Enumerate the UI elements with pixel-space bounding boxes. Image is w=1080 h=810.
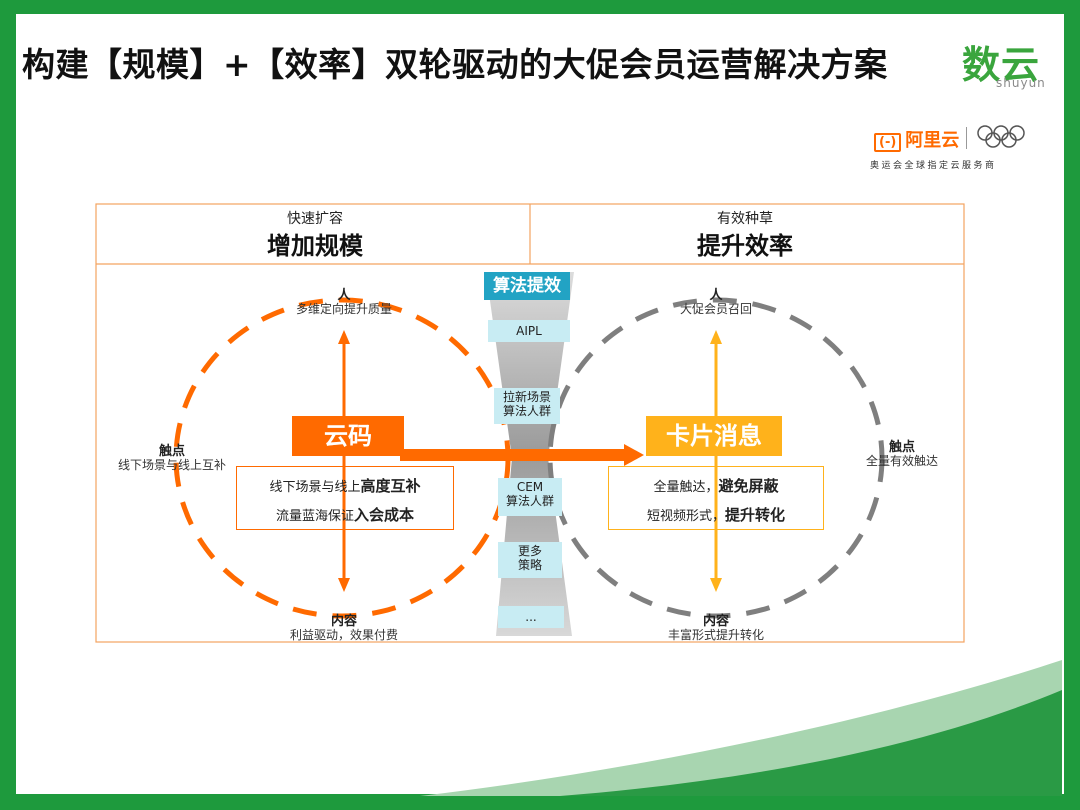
right-side-sub: 全量有效触达 (865, 454, 938, 468)
right-desc-box: 全量触达，避免屏蔽 短视频形式，提升转化 (608, 466, 824, 530)
left-bottom-sub: 利益驱动，效果付费 (289, 628, 398, 642)
left-arrow-down-head (338, 578, 350, 592)
tag-ellipsis: ... (498, 606, 564, 628)
left-top-title: 人 (337, 288, 351, 303)
tag-aipl: AIPL (488, 320, 570, 342)
logo-divider (966, 127, 967, 149)
right-top-sub: 大促会员召回 (679, 302, 752, 316)
left-bottom-title: 内容 (330, 614, 357, 629)
right-arrow-down-head (710, 578, 722, 592)
left-desc-line-1: 线下场景与线上高度互补 (269, 477, 421, 495)
left-desc-box: 线下场景与线上高度互补 流量蓝海保证入会成本 (236, 466, 454, 530)
right-bottom-sub: 丰富形式提升转化 (667, 628, 764, 642)
right-dashed-circle (547, 297, 885, 619)
horizontal-arrow-head (624, 444, 644, 466)
right-bottom-title: 内容 (702, 614, 729, 629)
yunma-label: 云码 (292, 416, 404, 456)
shuyun-logo-sub: shuyun (996, 76, 1046, 90)
right-top-title: 人 (709, 288, 723, 303)
partner-tagline: 奥运会全球指定云服务商 (870, 161, 997, 171)
left-desc-line-2: 流量蓝海保证入会成本 (275, 506, 415, 524)
olympic-rings-icon (977, 125, 1025, 148)
right-desc-line-1: 全量触达，避免屏蔽 (653, 477, 779, 495)
tag-more-strategy: 更多 策略 (498, 542, 562, 578)
right-side-title: 触点 (888, 440, 915, 455)
left-header-main: 增加规模 (267, 232, 363, 260)
tag-cem: CEM 算法人群 (498, 478, 562, 516)
aliyun-logo: (-)阿里云 (874, 126, 959, 152)
left-side-title: 触点 (158, 444, 185, 459)
horizontal-arrow-body (400, 449, 626, 461)
shuyun-logo: 数云 (962, 43, 1041, 87)
left-top-sub: 多维定向提升质量 (295, 302, 392, 316)
left-side-sub: 线下场景与线上互补 (117, 458, 226, 472)
card-message-label: 卡片消息 (646, 416, 782, 456)
left-header-sub: 快速扩容 (287, 211, 343, 227)
right-desc-line-2: 短视频形式，提升转化 (646, 506, 786, 524)
left-arrow-up-head (338, 330, 350, 344)
algorithm-efficiency-tag: 算法提效 (484, 272, 570, 300)
aliyun-text: 阿里云 (905, 130, 960, 151)
tag-new-scene: 拉新场景 算法人群 (494, 388, 560, 424)
swoosh-dark (560, 690, 1062, 796)
right-arrow-up-head (710, 330, 722, 344)
page-title: 构建【规模】+【效率】双轮驱动的大促会员运营解决方案 (22, 45, 888, 84)
right-header-sub: 有效种草 (717, 211, 773, 227)
aliyun-bracket-icon: (-) (874, 133, 902, 152)
right-header-main: 提升效率 (697, 232, 793, 260)
